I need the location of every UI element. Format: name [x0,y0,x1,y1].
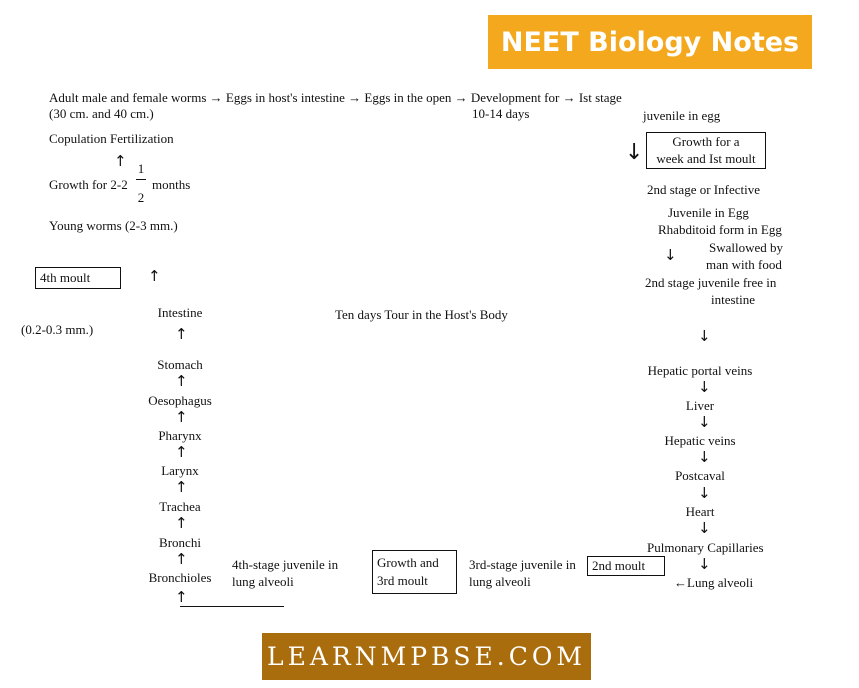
organ-oesophagus: Oesophagus [148,393,212,408]
growth-third-moult-box: Growth and 3rd moult [372,550,457,594]
fraction-numerator: 1 [137,161,145,176]
top-juvenile-in-egg: juvenile in egg [643,108,721,123]
down-arrow-icon: ↓ [698,448,711,466]
up-arrow-icon: ↑ [175,408,188,426]
swallowed-line1: Swallowed by [709,240,784,255]
growth-suffix: months [152,177,191,192]
up-arrow-icon: ↑ [148,267,161,285]
juvenile-egg-label: Juvenile in Egg [668,205,749,220]
footer-badge: LEARNMPBSE.COM [262,633,591,680]
second-moult-box: 2nd moult [587,556,665,576]
center-title: Ten days Tour in the Host's Body [335,307,508,322]
up-arrow-icon: ↑ [175,514,188,532]
growth-third-line1: Growth and [377,555,439,570]
fraction-denominator: 2 [137,190,145,205]
fourth-stage-line1: 4th-stage juvenile in [232,557,339,572]
return-line [180,606,284,607]
down-arrow-icon: ↓ [698,327,711,345]
growth-week-box: Growth for a week and Ist moult [646,132,766,169]
up-arrow-icon: ↑ [175,550,188,568]
fourth-moult-box: 4th moult [35,267,121,289]
organ-intestine: Intestine [157,305,203,320]
up-arrow-icon: ↑ [175,478,188,496]
second-stage-label: 2nd stage or Infective [647,182,760,197]
down-arrow-icon: ↓ [698,555,711,573]
lung-alveoli-label: ←Lung alveoli [674,575,754,590]
growth-week-line1: Growth for a [672,134,740,149]
down-arrow-icon: ↓ [698,378,711,396]
up-arrow-icon: ↑ [175,443,188,461]
growth-week-line2: week and Ist moult [656,151,756,166]
down-arrow-icon: ↓ [625,140,644,165]
header-badge: NEET Biology Notes [488,15,812,69]
top-days: 10-14 days [472,106,530,121]
down-arrow-icon: ↓ [698,484,711,502]
third-stage-line2: lung alveoli [469,574,531,589]
down-arrow-icon: ↓ [698,413,711,431]
fourth-stage-line2: lung alveoli [232,574,294,589]
size-label: (0.2-0.3 mm.) [21,322,94,337]
heart: Heart [685,504,715,519]
up-arrow-icon: ↑ [114,152,127,170]
down-arrow-icon: ↓ [664,246,677,264]
swallowed-line2: man with food [706,257,782,272]
copulation-label: Copulation Fertilization [49,131,174,146]
top-sizes: (30 cm. and 40 cm.) [49,106,154,121]
up-arrow-icon: ↑ [175,325,188,343]
organ-bronchi: Bronchi [159,535,201,550]
fraction-bar [136,179,146,180]
organ-trachea: Trachea [159,499,201,514]
growth-prefix: Growth for 2-2 [49,177,128,192]
hepatic-veins: Hepatic veins [664,433,736,448]
up-arrow-icon: ↑ [175,588,188,606]
third-stage-line1: 3rd-stage juvenile in [469,557,576,572]
down-arrow-icon: ↓ [698,519,711,537]
second-moult-label: 2nd moult [592,558,646,573]
growth-third-line2: 3rd moult [377,573,428,588]
postcaval: Postcaval [675,468,725,483]
young-worms-label: Young worms (2-3 mm.) [49,218,178,233]
free-juvenile-line2: intestine [711,292,756,307]
top-line: Adult male and female worms → Eggs in ho… [49,90,622,105]
organ-pharynx: Pharynx [158,428,202,443]
organ-larynx: Larynx [161,463,199,478]
free-juvenile-line1: 2nd stage juvenile free in [645,275,777,290]
rhabditoid-label: Rhabditoid form in Egg [658,222,782,237]
liver: Liver [685,398,715,413]
pulmonary-capillaries: Pulmonary Capillaries [647,540,764,555]
fourth-moult-label: 4th moult [40,270,91,285]
organ-stomach: Stomach [157,357,203,372]
hepatic-portal-veins: Hepatic portal veins [647,363,753,378]
organ-bronchioles: Bronchioles [148,570,212,585]
up-arrow-icon: ↑ [175,372,188,390]
